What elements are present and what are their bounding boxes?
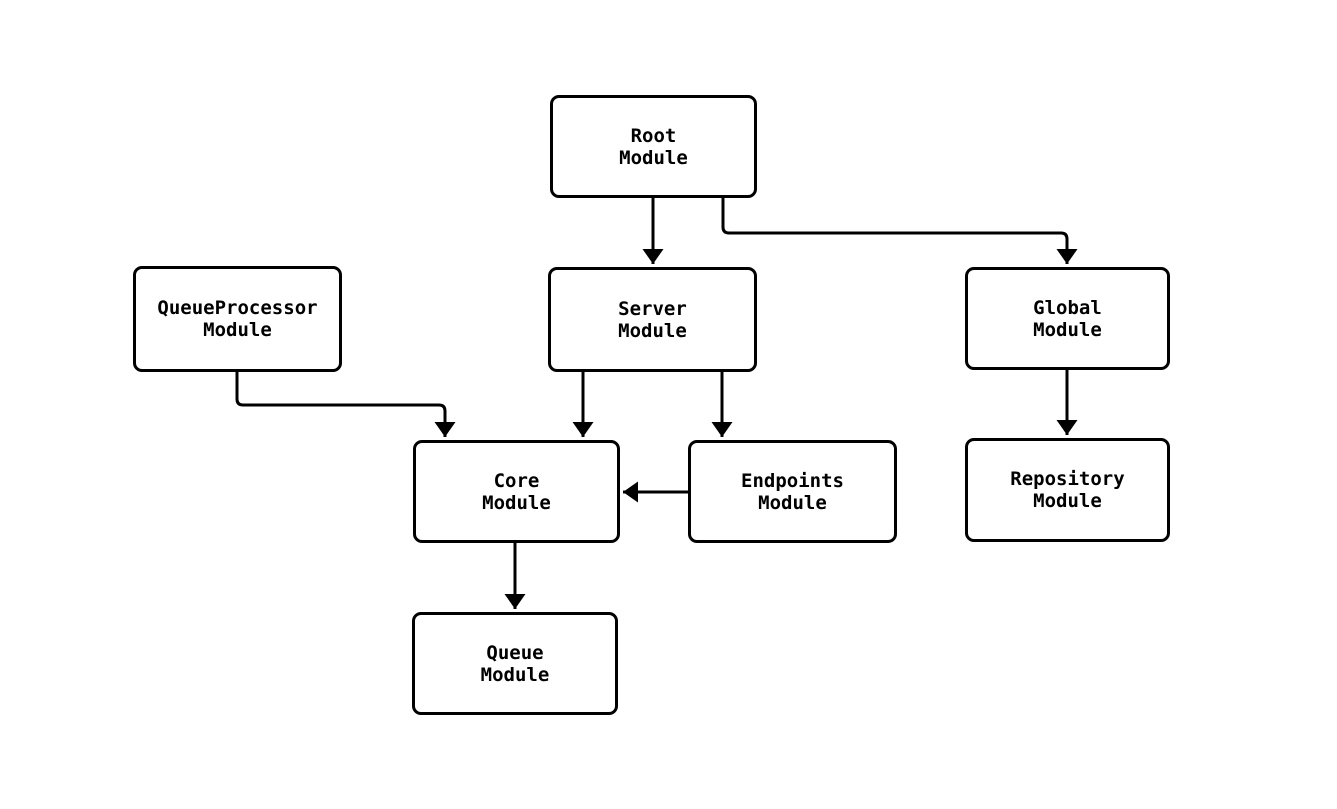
node-root-module: Root Module bbox=[550, 95, 757, 198]
node-endpoints-module-label: Endpoints Module bbox=[741, 469, 844, 514]
node-server-module: Server Module bbox=[548, 267, 757, 372]
node-repository-module-label: Repository Module bbox=[1010, 468, 1125, 512]
node-queueprocessor-module: QueueProcessor Module bbox=[133, 266, 342, 372]
node-global-module-label: Global Module bbox=[1033, 296, 1102, 341]
node-global-module: Global Module bbox=[965, 267, 1170, 370]
node-repository-module: Repository Module bbox=[965, 438, 1170, 542]
edge-queueprocessor-to-core bbox=[235, 372, 456, 437]
node-core-module-label: Core Module bbox=[482, 469, 551, 514]
node-root-module-label: Root Module bbox=[619, 124, 688, 169]
node-server-module-label: Server Module bbox=[618, 297, 687, 342]
edge-root-to-global bbox=[721, 198, 1078, 264]
node-endpoints-module: Endpoints Module bbox=[688, 440, 897, 543]
node-core-module: Core Module bbox=[413, 440, 620, 543]
node-queueprocessor-module-label: QueueProcessor Module bbox=[157, 297, 318, 341]
node-queue-module-label: Queue Module bbox=[480, 641, 550, 686]
node-queue-module: Queue Module bbox=[412, 612, 618, 715]
